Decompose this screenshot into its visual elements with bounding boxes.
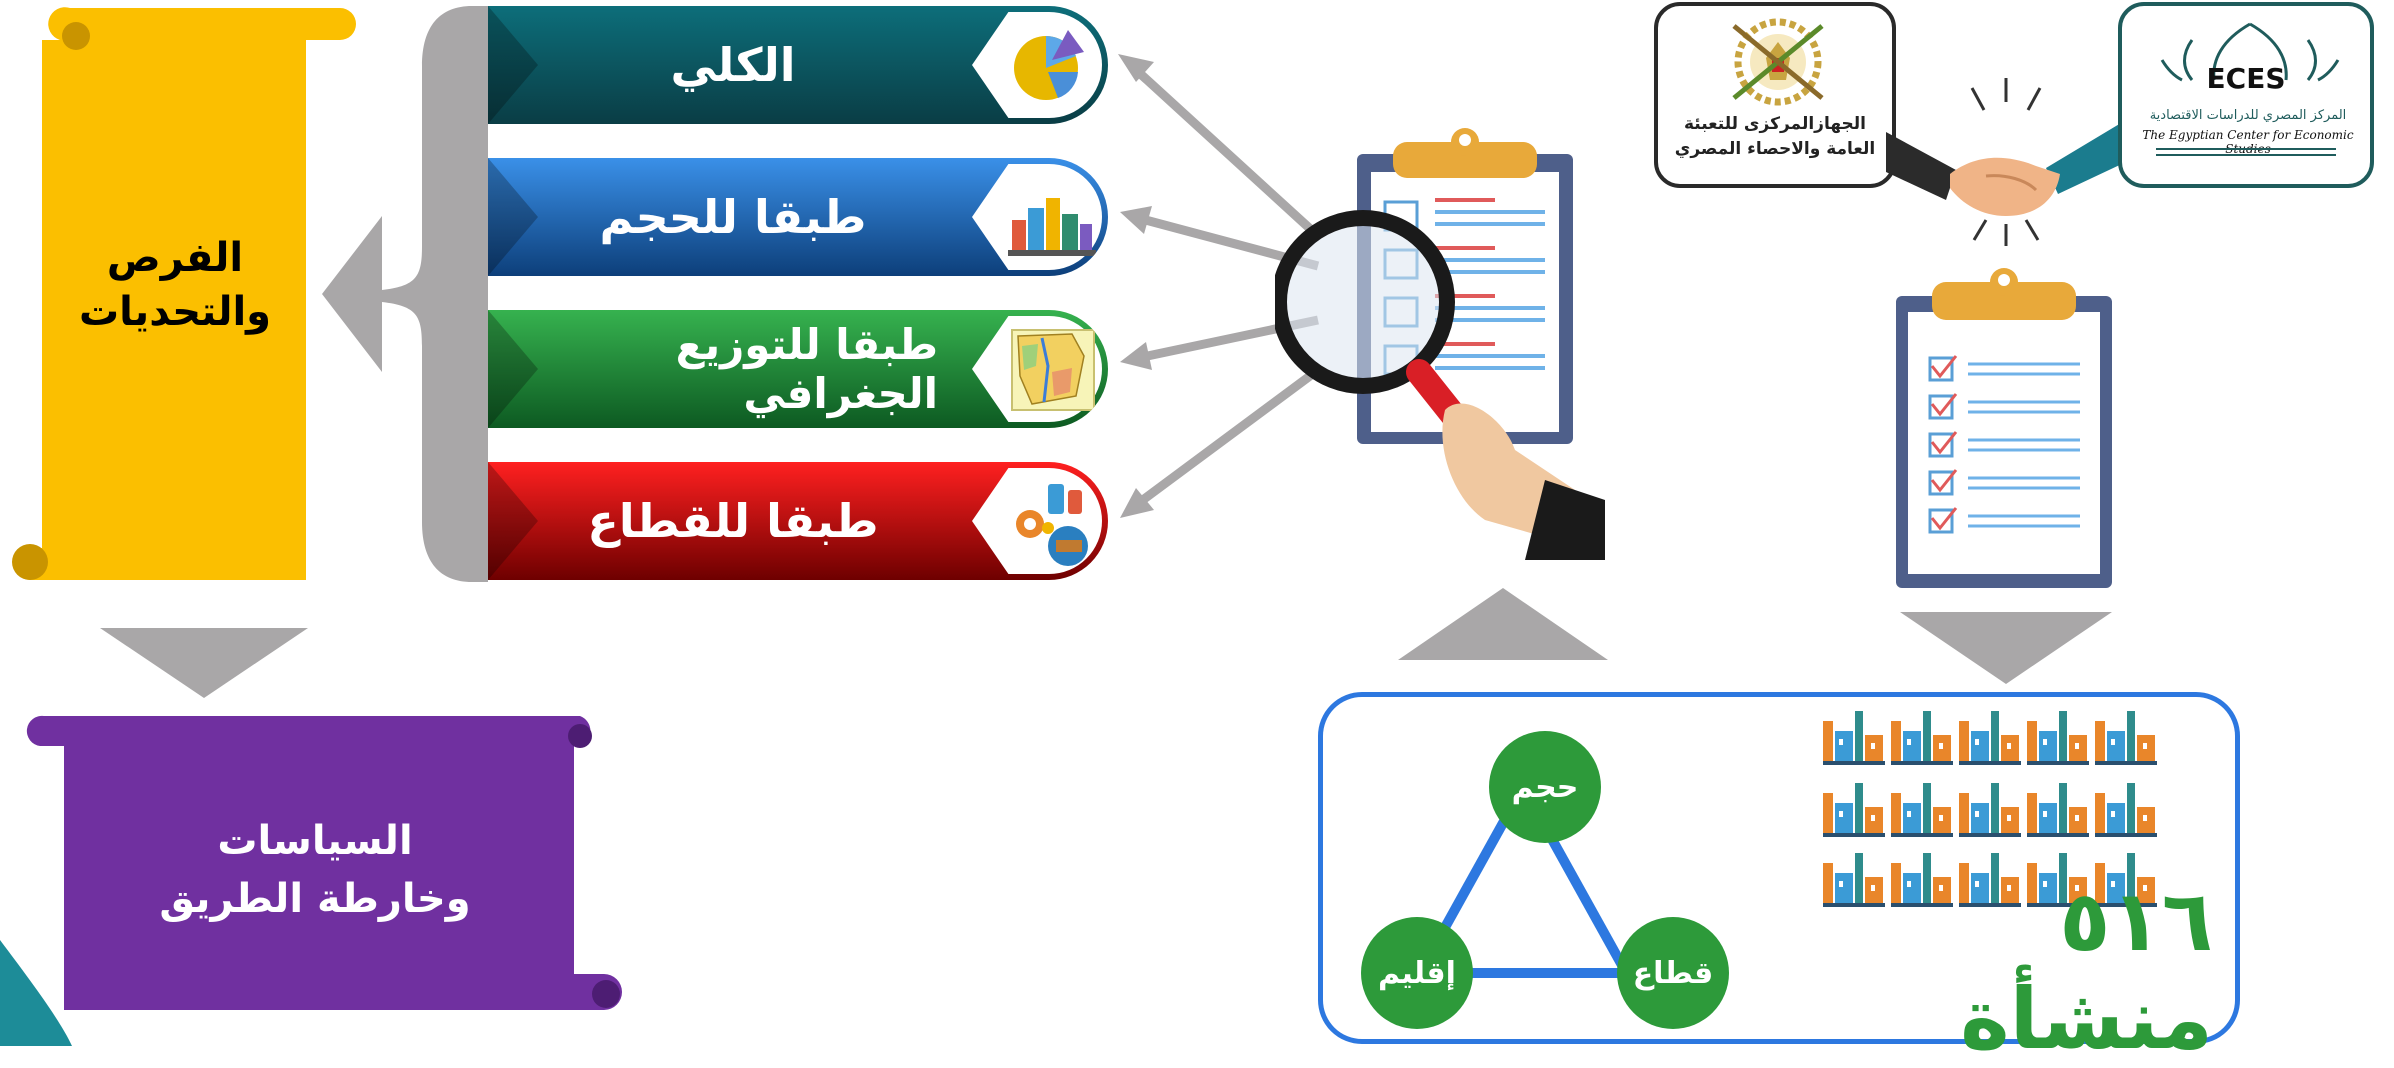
down-arrow-survey	[1900, 612, 2112, 684]
banner-size: طبقا للحجم	[488, 158, 1108, 276]
corner-decoration	[0, 940, 72, 1046]
banner-total: الكلي	[488, 6, 1108, 124]
industry-sectors-icon	[972, 468, 1102, 574]
banner-geography-label: طبقا للتوزيع الجغرافي	[675, 320, 938, 418]
node-size: حجم	[1489, 731, 1601, 843]
pie-chart-icon	[972, 12, 1102, 118]
capmas-name-line-1: الجهازالمركزى للتعبئة	[1683, 114, 1867, 134]
capmas-name-line-2: العامة والاحصاء المصري	[1674, 138, 1876, 159]
clipboard-magnifier-icon	[1275, 128, 1605, 560]
policies-line-1: السياسات	[217, 818, 413, 864]
eces-rule-1	[2156, 148, 2336, 150]
node-region: إقليم	[1361, 917, 1473, 1029]
opportunities-label: الفرص والتحديات	[78, 235, 272, 335]
eces-name-en: The Egyptian Center for Economic Studies	[2142, 128, 2354, 156]
handshake-icon	[1886, 78, 2126, 246]
eces-abbr: ECES	[2206, 62, 2286, 95]
policies-label: السياسات وخارطة الطريق	[100, 800, 530, 940]
banner-total-label: الكلي	[670, 38, 796, 92]
eces-rule-2	[2156, 154, 2336, 156]
buildings-icon	[972, 164, 1102, 270]
egypt-map-icon	[972, 316, 1102, 422]
capmas-emblem-icon	[1732, 18, 1824, 106]
banner-size-label: طبقا للحجم	[599, 190, 867, 244]
policies-scroll	[26, 715, 623, 1010]
eces-name-ar: المركز المصري للدراسات الاقتصادية	[2149, 108, 2347, 123]
node-sector: قطاع	[1617, 917, 1729, 1029]
capmas-name: الجهازالمركزى للتعبئة العامة والاحصاء ال…	[1664, 112, 1886, 161]
down-arrow-opportunities	[100, 628, 308, 698]
banner-geography: طبقا للتوزيع الجغرافي	[488, 310, 1108, 428]
capmas-logo: الجهازالمركزى للتعبئة العامة والاحصاء ال…	[1654, 2, 1896, 188]
eces-lotus-icon	[2160, 22, 2340, 82]
policies-line-2: وخارطة الطريق	[159, 876, 471, 922]
clipboard-icon	[1896, 268, 2112, 588]
sample-box: حجم إقليم قطاع ٥١٦ منشأة	[1318, 692, 2240, 1068]
opportunities-scroll	[12, 7, 356, 581]
banner-sector-label: طبقا للقطاع	[587, 494, 879, 548]
eces-logo: ECES المركز المصري للدراسات الاقتصادية T…	[2118, 2, 2374, 188]
bracket-arrow	[322, 6, 488, 582]
sample-count: ٥١٦ منشأة	[1960, 872, 2213, 1068]
up-arrow-sample	[1398, 588, 1608, 660]
banner-sector: طبقا للقطاع	[488, 462, 1108, 580]
